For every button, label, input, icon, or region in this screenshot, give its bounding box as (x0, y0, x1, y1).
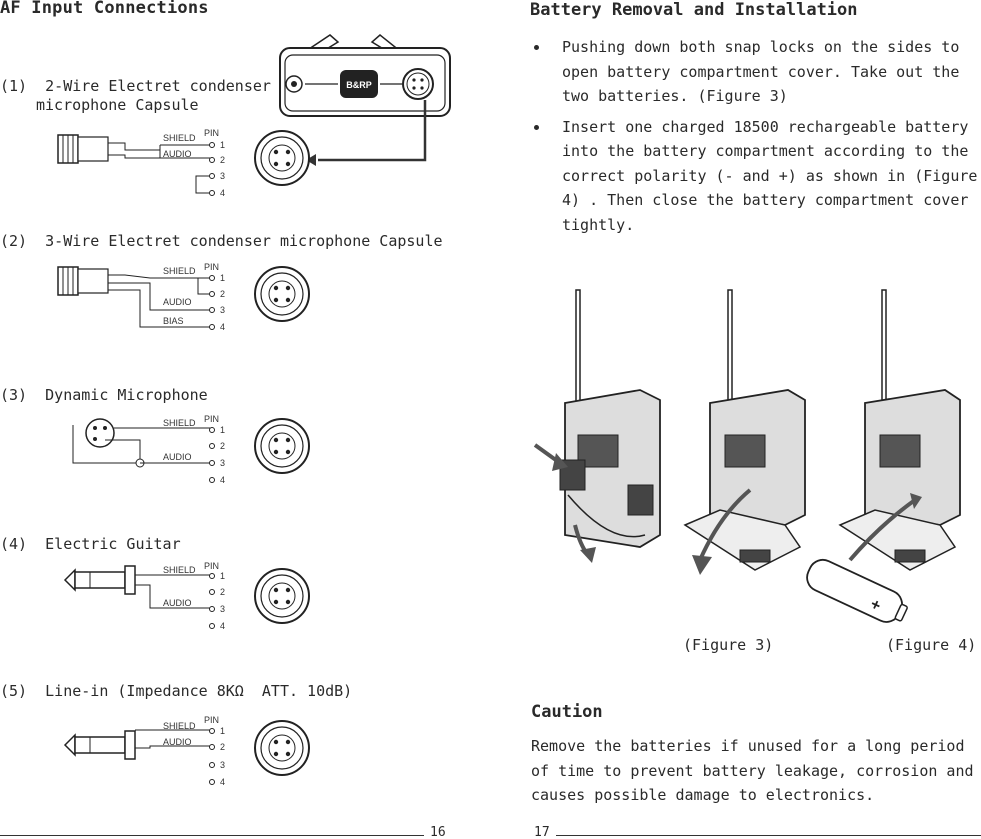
svg-text:PIN: PIN (204, 715, 219, 725)
section-5-title: (5) Line-in (Impedance 8KΩ ATT. 10dB) (0, 682, 353, 700)
svg-text:SHIELD: SHIELD (163, 721, 196, 731)
svg-text:SHIELD: SHIELD (163, 418, 196, 428)
battery-figures: + (533, 289, 961, 623)
device-logo: B&RP (346, 80, 372, 90)
diagram-electric-guitar: SHIELD AUDIO PIN 1 2 3 4 (63, 561, 310, 631)
svg-text:1: 1 (220, 425, 225, 435)
connector-4-pin (254, 266, 310, 322)
svg-text:4: 4 (220, 322, 225, 332)
left-page-diagrams: B&RP SHIELD AUDIO PIN 1 2 3 4 (57, 34, 451, 787)
svg-text:2: 2 (220, 155, 225, 165)
right-page-heading: Battery Removal and Installation (530, 0, 858, 20)
connection-arrow (318, 100, 427, 162)
svg-text:2: 2 (220, 289, 225, 299)
svg-text:PIN: PIN (204, 561, 219, 571)
pin-label: PIN (204, 128, 219, 138)
right-page-number: 17 (534, 825, 550, 839)
figure-3-caption: (Figure 3) (683, 636, 774, 654)
bullet-text: Insert one charged 18500 rechargeable ba… (562, 117, 978, 234)
connector-4-pin (254, 130, 310, 186)
svg-text:3: 3 (220, 604, 225, 614)
bullet-dot (534, 124, 539, 130)
svg-text:4: 4 (220, 188, 225, 198)
svg-text:3: 3 (220, 458, 225, 468)
transmitter-battery-insert (838, 289, 961, 571)
caution-text: Remove the batteries if unused for a lon… (531, 737, 974, 804)
svg-text:PIN: PIN (204, 262, 219, 272)
svg-text:2: 2 (220, 441, 225, 451)
section-1-title: (1) 2-Wire Electret condenser (0, 77, 271, 95)
svg-text:3: 3 (220, 305, 225, 315)
battery-18500: + (806, 558, 908, 623)
svg-text:4: 4 (220, 621, 225, 631)
svg-text:1: 1 (220, 273, 225, 283)
svg-text:1: 1 (220, 140, 225, 150)
svg-text:3: 3 (220, 171, 225, 181)
bullet-dot (534, 45, 539, 50)
transmitter-top-view: B&RP (279, 34, 451, 117)
transmitter-closed (533, 289, 661, 563)
svg-text:2: 2 (220, 587, 225, 597)
diagram-line-in: SHIELD AUDIO PIN 1 2 3 4 (63, 715, 310, 787)
transmitter-open (683, 289, 806, 575)
bullet-text: Pushing down both snap locks on the side… (562, 38, 960, 105)
section-3-title: (3) Dynamic Microphone (0, 386, 208, 404)
svg-text:2: 2 (220, 742, 225, 752)
svg-text:AUDIO: AUDIO (163, 737, 192, 747)
caution-title: Caution (531, 702, 603, 722)
diagram-dynamic-microphone: SHIELD AUDIO PIN 1 2 3 4 (72, 414, 310, 485)
battery-instructions: Pushing down both snap locks on the side… (534, 35, 981, 243)
bullet-item: Insert one charged 18500 rechargeable ba… (534, 115, 981, 238)
svg-text:PIN: PIN (204, 414, 219, 424)
audio-label: AUDIO (163, 149, 192, 159)
svg-text:AUDIO: AUDIO (163, 598, 192, 608)
svg-text:BIAS: BIAS (163, 316, 184, 326)
svg-text:1: 1 (220, 726, 225, 736)
svg-text:1: 1 (220, 571, 225, 581)
svg-text:AUDIO: AUDIO (163, 452, 192, 462)
figure-4-caption: (Figure 4) (886, 636, 977, 654)
diagram-3-wire-electret: SHIELD AUDIO BIAS PIN 1 2 3 4 (57, 262, 310, 332)
connector-4-pin (254, 568, 310, 624)
section-1-title-line2: microphone Capsule (36, 96, 199, 114)
connector-4-pin (254, 418, 310, 474)
bullet-item: Pushing down both snap locks on the side… (534, 35, 981, 109)
svg-text:SHIELD: SHIELD (163, 565, 196, 575)
svg-text:4: 4 (220, 777, 225, 787)
diagram-2-wire-electret: SHIELD AUDIO PIN 1 2 3 4 (57, 128, 310, 198)
left-page-heading: AF Input Connections (0, 0, 209, 18)
svg-text:SHIELD: SHIELD (163, 266, 196, 276)
svg-text:4: 4 (220, 475, 225, 485)
section-4-title: (4) Electric Guitar (0, 535, 181, 553)
connector-4-pin (254, 720, 310, 776)
right-footer-rule (556, 835, 981, 836)
svg-text:3: 3 (220, 760, 225, 770)
left-footer-rule (0, 835, 424, 836)
shield-label: SHIELD (163, 133, 196, 143)
left-page-number: 16 (430, 825, 446, 839)
svg-text:AUDIO: AUDIO (163, 297, 192, 307)
section-2-title: (2) 3-Wire Electret condenser microphone… (0, 232, 443, 250)
